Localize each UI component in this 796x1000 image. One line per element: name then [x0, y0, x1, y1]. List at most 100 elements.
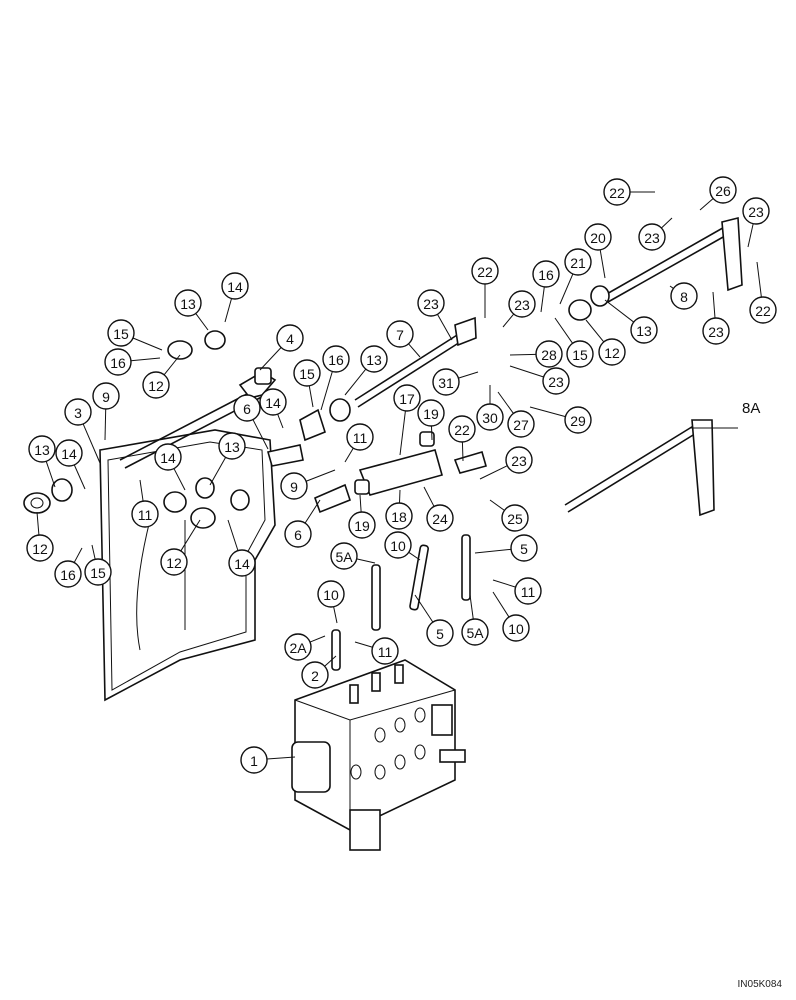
callout-number: 17	[399, 391, 415, 407]
leader-c15d	[554, 317, 573, 344]
leader-c7	[408, 343, 421, 358]
leader-c13c	[209, 457, 227, 486]
callout-number: 9	[102, 389, 110, 405]
callout-circle	[104, 348, 132, 376]
callout-circle	[284, 633, 312, 661]
callout-number: 31	[438, 375, 454, 391]
callout-balloon: 22	[603, 178, 631, 206]
callout-circle	[384, 531, 412, 559]
leader-c14b	[224, 298, 233, 323]
callout-number: 13	[224, 439, 240, 455]
callout-balloon: 23	[508, 290, 536, 318]
callout-balloon: 11	[346, 423, 374, 451]
callout-balloon: 26	[709, 176, 737, 204]
callout-circle	[54, 560, 82, 588]
callout-circle	[471, 257, 499, 285]
callout-balloon: 20	[584, 223, 612, 251]
leader-c5a	[356, 558, 376, 564]
callout-circle	[240, 746, 268, 774]
callout-balloon: 6	[233, 394, 261, 422]
callout-balloon: 25	[501, 504, 529, 532]
leader-c15c	[91, 544, 96, 560]
callout-balloon: 22	[471, 257, 499, 285]
callout-number: 23	[748, 204, 764, 220]
callout-balloon: 27	[507, 410, 535, 438]
leader-c12d	[585, 319, 605, 343]
callout-number: 14	[234, 556, 250, 572]
callout-circle	[322, 345, 350, 373]
callout-number: 21	[570, 255, 586, 271]
callout-number: 11	[378, 644, 393, 660]
callout-number: 5	[436, 626, 444, 642]
shaft-8a	[564, 419, 738, 517]
callout-number: 28	[541, 347, 557, 363]
leader-c10b	[333, 606, 338, 624]
leader-c16a	[130, 357, 161, 362]
callout-balloon: 22	[749, 296, 777, 324]
leader-c9b	[305, 469, 336, 482]
callout-number: 10	[323, 587, 339, 603]
callout-circle	[670, 282, 698, 310]
callout-number: 6	[294, 527, 302, 543]
callout-balloon: 8	[670, 282, 698, 310]
leader-c8	[669, 285, 674, 289]
callout-number: 14	[61, 446, 77, 462]
callout-circle	[218, 432, 246, 460]
callout-number: 20	[590, 230, 606, 246]
callout-number: 12	[604, 345, 620, 361]
callout-number: 4	[286, 331, 294, 347]
leader-c23b	[502, 313, 515, 328]
callout-number: 22	[609, 185, 625, 201]
callout-circle	[508, 290, 536, 318]
callout-number: 13	[366, 352, 382, 368]
callout-balloon: 14	[259, 388, 287, 416]
callout-circle	[742, 197, 770, 225]
callout-circle	[228, 549, 256, 577]
callout-balloon: 23	[505, 446, 533, 474]
leader-c6a	[252, 419, 269, 450]
leader-c11d	[354, 641, 373, 648]
callout-circle	[542, 367, 570, 395]
callout-balloon: 12	[26, 534, 54, 562]
callout-circle	[386, 320, 414, 348]
callout-circle	[507, 410, 535, 438]
callout-circle	[92, 382, 120, 410]
callout-number: 11	[521, 584, 536, 600]
callout-number: 23	[514, 297, 530, 313]
leader-c20	[599, 249, 606, 279]
leader-c23f	[712, 291, 716, 319]
callout-number: 23	[548, 374, 564, 390]
callout-circle	[505, 446, 533, 474]
callout-number: 26	[715, 183, 731, 199]
callout-number: 1	[250, 753, 258, 769]
callout-balloon: 15	[84, 558, 112, 586]
callout-number: 12	[166, 555, 182, 571]
callout-balloon: 10	[317, 580, 345, 608]
leader-c23g	[479, 465, 508, 480]
callout-balloon: 30	[476, 403, 504, 431]
callout-circle	[584, 223, 612, 251]
leader-c12a	[36, 511, 40, 536]
callout-circle	[709, 176, 737, 204]
callout-circle	[276, 324, 304, 352]
callout-circle	[142, 371, 170, 399]
callout-balloon: 11	[131, 500, 159, 528]
callout-number: 10	[390, 538, 406, 554]
callout-balloon: 24	[426, 504, 454, 532]
callout-number: 12	[148, 378, 164, 394]
callout-number: 8	[680, 289, 688, 305]
callout-number: 13	[34, 442, 50, 458]
callout-8a-label: 8A	[742, 400, 760, 417]
callout-balloons: 122A345A555A6678991010101111111112121212…	[26, 176, 777, 774]
callout-balloon: 13	[630, 316, 658, 344]
leader-c15b	[308, 385, 314, 408]
callout-number: 23	[423, 296, 439, 312]
callout-number: 6	[243, 401, 251, 417]
callout-circle	[154, 443, 182, 471]
leader-c1	[266, 756, 296, 760]
leader-c26	[699, 198, 714, 211]
callout-balloon: 5	[510, 534, 538, 562]
callout-circle	[348, 511, 376, 539]
leader-c16c	[73, 547, 83, 563]
callout-balloon: 3	[64, 398, 92, 426]
